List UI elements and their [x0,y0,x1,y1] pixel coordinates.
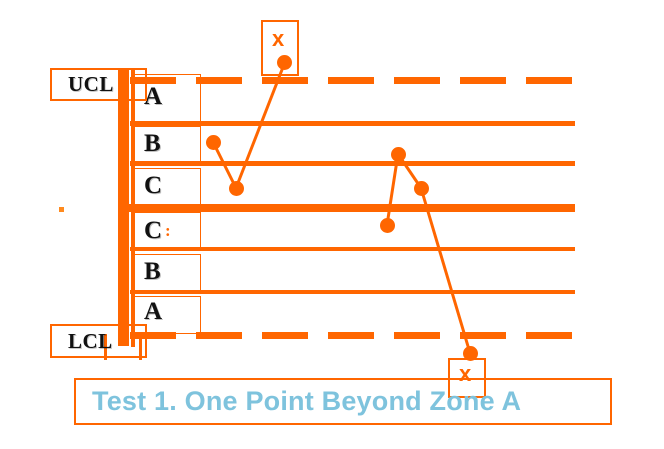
zone-box-a-lower [132,296,201,334]
y-axis-bar [118,68,129,346]
y-axis-tick-top [131,69,135,347]
lcl-label-box [50,324,147,358]
segment-1 [211,141,238,189]
zone-label-b-lower: B [144,258,161,285]
caption-text: Test 1. One Point Beyond Zone A [92,386,522,416]
ucl-label-box [50,68,147,101]
lcl-label: LCL [68,329,113,353]
zone-box-connector-lower [139,334,142,360]
data-point-violation-upper[interactable] [277,55,292,70]
caption-box: Test 1. One Point Beyond Zone A [74,378,612,425]
zone-box-a-upper [132,74,201,122]
ucl-dashed-line [130,77,575,84]
data-point-violation-lower[interactable] [463,346,478,361]
zone-label-c-lower-dots: : [165,221,171,240]
violation-marker-x-upper: x [272,26,285,51]
data-point[interactable] [391,147,406,162]
zone-box-c-upper [132,168,201,206]
zone-line-upper-a-b [130,121,575,126]
zone-box-connector-lower-2 [104,334,107,360]
segment-3 [385,153,400,226]
zone-label-c-upper: C [144,172,163,199]
data-point[interactable] [414,181,429,196]
zone-line-lower-c-b [130,247,575,251]
data-point[interactable] [229,181,244,196]
segment-2 [234,61,287,189]
zone-line-lower-b-a [130,290,575,294]
zone-label-a-lower: A [144,298,163,325]
zone-label-c-lower: C [144,217,163,244]
series-segments [211,61,472,354]
zone-line-upper-b-c [130,161,575,166]
data-point[interactable] [380,218,395,233]
zone-label-a-upper: A [144,83,163,110]
segment-5 [419,187,472,354]
data-point[interactable] [206,135,221,150]
zone-box-c-lower [132,212,201,250]
zone-box-b-lower [132,254,201,292]
lcl-dashed-line [130,332,575,339]
ucl-label: UCL [68,72,114,96]
center-line [126,204,575,212]
stray-speck [59,207,64,212]
zone-label-b-upper: B [144,130,161,157]
zone-box-b-upper [132,126,201,164]
violation-marker-box-upper [261,20,299,76]
